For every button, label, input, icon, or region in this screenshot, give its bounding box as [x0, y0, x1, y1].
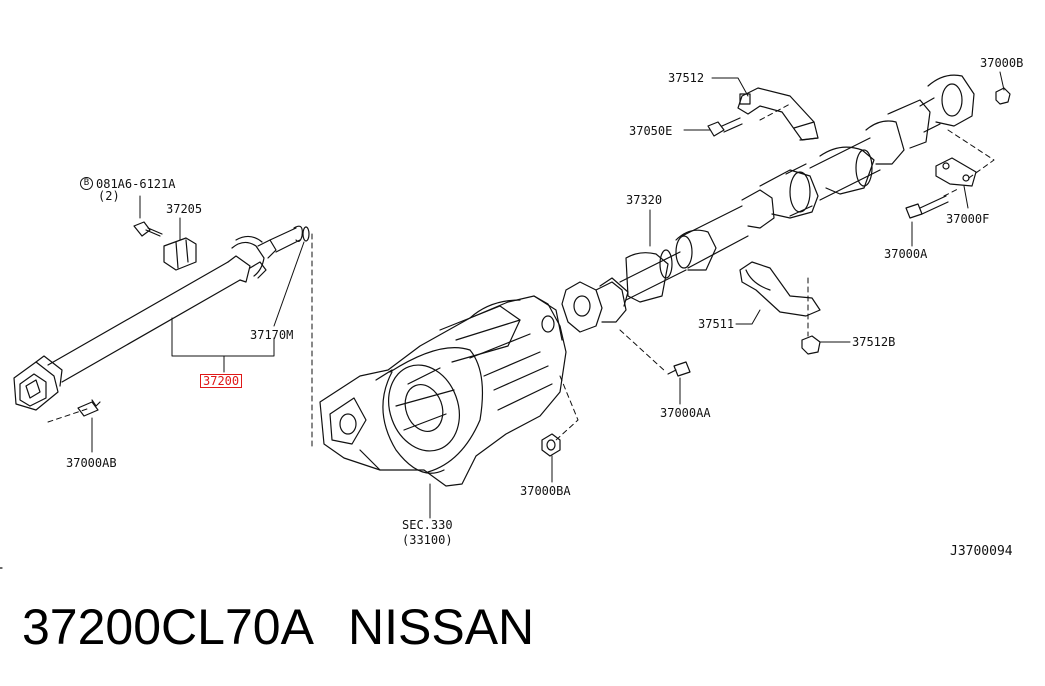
rear-propeller-shaft	[541, 74, 1011, 457]
label-37000ab[interactable]: 37000AB	[66, 456, 117, 470]
label-37000aa[interactable]: 37000AA	[660, 406, 711, 420]
label-37000ba[interactable]: 37000BA	[520, 484, 571, 498]
label-37000b[interactable]: 37000B	[980, 56, 1024, 70]
label-37512b[interactable]: 37512B	[852, 335, 896, 349]
label-081a6-6121a[interactable]: 081A6-6121A	[96, 177, 176, 191]
label-37320[interactable]: 37320	[626, 193, 663, 207]
part-number-title: 37200CL70A	[22, 599, 314, 655]
leader-lines	[91, 71, 1005, 519]
label-33100: (33100)	[402, 533, 453, 547]
brand-name: NISSAN	[348, 599, 535, 655]
label-sec-330[interactable]: SEC.330	[402, 518, 453, 532]
label-bolt-qty: (2)	[98, 189, 120, 203]
transfer-case	[319, 295, 567, 487]
label-37000a[interactable]: 37000A	[884, 247, 928, 261]
label-37511[interactable]: 37511	[698, 317, 735, 331]
diagram-code: J3700094	[950, 544, 1013, 559]
bolt-spec-marker: B	[80, 177, 93, 190]
front-propeller-shaft	[13, 221, 310, 417]
label-37200-highlighted[interactable]: 37200	[200, 374, 243, 388]
label-37512[interactable]: 37512	[668, 71, 705, 85]
label-37050e[interactable]: 37050E	[629, 124, 673, 138]
label-37000f[interactable]: 37000F	[946, 212, 990, 226]
label-37205[interactable]: 37205	[166, 202, 203, 216]
label-37170m[interactable]: 37170M	[250, 328, 294, 342]
assembly-dashed-lines	[47, 103, 995, 451]
